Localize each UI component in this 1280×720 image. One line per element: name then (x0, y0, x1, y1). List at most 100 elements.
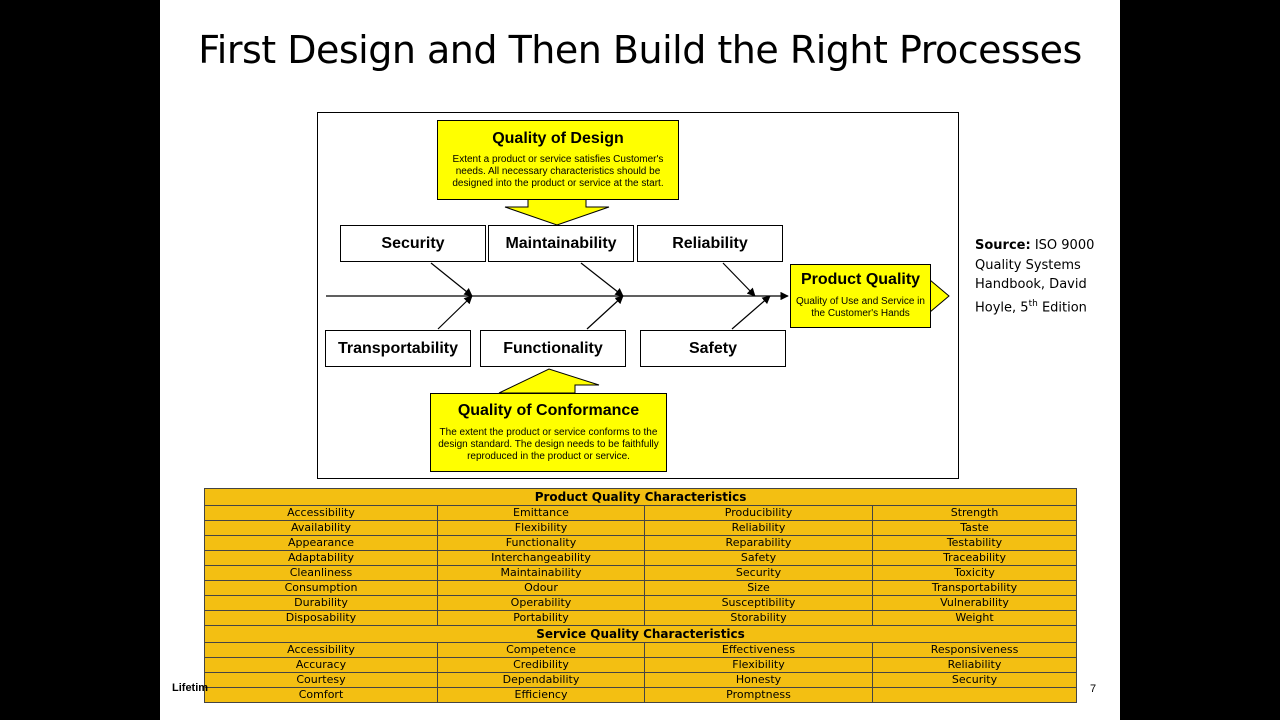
table-cell: Maintainability (437, 565, 645, 581)
page-number: 7 (1090, 683, 1097, 695)
table-cell: Flexibility (437, 520, 645, 536)
table-cell: Responsiveness (871, 642, 1078, 658)
product-quality-arrow-tip (929, 278, 950, 314)
source-note: Source: ISO 9000 Quality Systems Handboo… (975, 236, 1105, 317)
table-cell: Vulnerability (871, 595, 1078, 611)
table-cell: Consumption (204, 580, 438, 596)
slide: First Design and Then Build the Right Pr… (160, 0, 1120, 720)
factor-security: Security (340, 225, 486, 262)
table-cell: Accessibility (204, 642, 438, 658)
bone-bottom-1 (437, 295, 473, 330)
factor-safety: Safety (640, 330, 786, 367)
table-cell: Storability (644, 610, 873, 626)
table-cell: Portability (437, 610, 645, 626)
table-cell: Functionality (437, 535, 645, 551)
quality-of-conformance-box: Quality of Conformance The extent the pr… (430, 393, 667, 472)
table-cell: Dependability (437, 672, 645, 688)
table-cell: Competence (437, 642, 645, 658)
source-sup: th (1028, 298, 1038, 309)
source-text-end: Edition (1037, 299, 1087, 315)
bone-bottom-3 (731, 295, 771, 330)
service-quality-header: Service Quality Characteristics (203, 625, 1078, 643)
bone-top-1 (430, 262, 473, 297)
table-cell: Strength (871, 505, 1078, 521)
quality-of-design-description: Extent a product or service satisfies Cu… (452, 154, 664, 189)
table-cell: Appearance (204, 535, 438, 551)
table-cell: Odour (437, 580, 645, 596)
table-cell: Credibility (437, 657, 645, 673)
table-cell: Security (644, 565, 873, 581)
table-cell: Comfort (204, 687, 438, 703)
table-cell: Reparability (644, 535, 873, 551)
table-cell: Efficiency (437, 687, 645, 703)
table-cell: Effectiveness (644, 642, 873, 658)
factor-reliability: Reliability (637, 225, 783, 262)
table-cell: Taste (871, 520, 1078, 536)
fishbone-diagram: Quality of Design Extent a product or se… (317, 112, 959, 479)
table-cell: Promptness (644, 687, 873, 703)
product-quality-header: Product Quality Characteristics (203, 488, 1078, 506)
product-quality-title: Product Quality (800, 271, 921, 288)
table-cell: Security (871, 672, 1078, 688)
bone-top-2 (580, 262, 624, 297)
table-cell: Accessibility (204, 505, 438, 521)
slide-title: First Design and Then Build the Right Pr… (198, 28, 1082, 72)
table-cell: Size (644, 580, 873, 596)
conformance-up-arrow (498, 368, 600, 394)
quality-of-conformance-description: The extent the product or service confor… (438, 427, 659, 462)
table-cell: Operability (437, 595, 645, 611)
table-cell: Honesty (644, 672, 873, 688)
table-cell: Availability (204, 520, 438, 536)
quality-of-design-box: Quality of Design Extent a product or se… (437, 120, 679, 200)
table-cell: Reliability (871, 657, 1078, 673)
table-cell: Disposability (204, 610, 438, 626)
table-cell: Safety (644, 550, 873, 566)
table-section-header: Product Quality Characteristics (203, 488, 1078, 506)
table-cell: Testability (871, 535, 1078, 551)
table-section-header: Service Quality Characteristics (203, 625, 1078, 643)
fishbone-lines (326, 198, 950, 394)
factor-functionality: Functionality (480, 330, 626, 367)
design-down-arrow (504, 198, 610, 226)
table-cell: Courtesy (204, 672, 438, 688)
source-text: ISO 9000 Quality Systems Handbook, David… (975, 238, 1095, 315)
product-quality-description: Quality of Use and Service in the Custom… (796, 296, 925, 319)
table-cell: Durability (204, 595, 438, 611)
table-cell: Interchangeability (437, 550, 645, 566)
table-cell: Producibility (644, 505, 873, 521)
quality-of-design-title: Quality of Design (492, 130, 624, 147)
table-cell: Reliability (644, 520, 873, 536)
bone-top-3 (722, 262, 756, 297)
table-cell: Accuracy (204, 657, 438, 673)
table-cell: Weight (871, 610, 1078, 626)
quality-characteristics-table: Product Quality Characteristics Accessib… (203, 488, 1078, 703)
bone-bottom-2 (586, 295, 624, 330)
table-cell (871, 687, 1078, 703)
table-cell: Adaptability (204, 550, 438, 566)
table-cell: Cleanliness (204, 565, 438, 581)
table-cell: Emittance (437, 505, 645, 521)
quality-of-conformance-title: Quality of Conformance (457, 402, 640, 419)
source-label: Source: (975, 238, 1031, 253)
table-cell: Susceptibility (644, 595, 873, 611)
factor-transportability: Transportability (325, 330, 471, 367)
footer-logo-text: Lifetim (172, 682, 209, 694)
product-quality-box: Product Quality Quality of Use and Servi… (790, 264, 931, 328)
table-cell: Transportability (871, 580, 1078, 596)
table-cell: Flexibility (644, 657, 873, 673)
table-cell: Traceability (871, 550, 1078, 566)
table-cell: Toxicity (871, 565, 1078, 581)
factor-maintainability: Maintainability (488, 225, 634, 262)
